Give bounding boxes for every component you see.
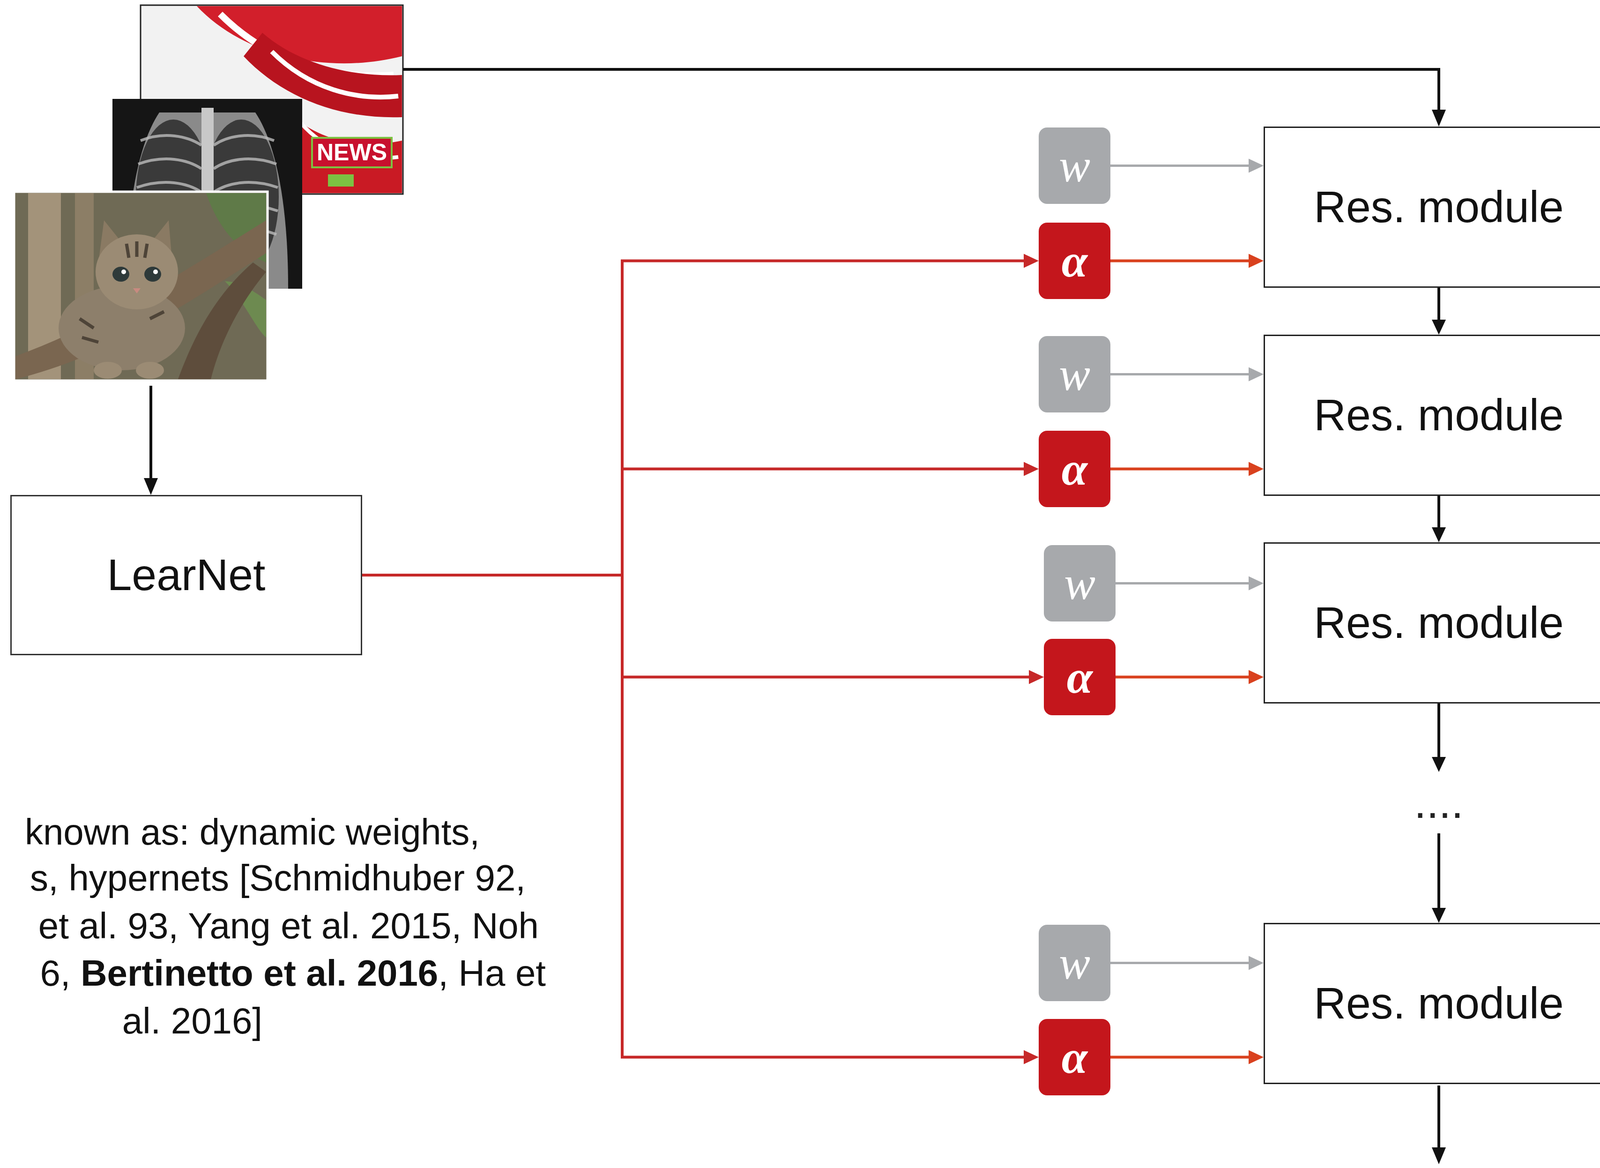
- arrow-head: [1248, 576, 1264, 591]
- alpha-box: α: [1038, 1018, 1111, 1095]
- node-text: α: [1061, 1029, 1088, 1084]
- node-text: LearNet: [107, 549, 266, 601]
- connector: [1110, 253, 1264, 268]
- node-text: Res. module: [1313, 181, 1564, 233]
- alpha-box: α: [1038, 430, 1111, 507]
- arrow-head: [1023, 461, 1039, 477]
- module-box: Res. module: [1263, 126, 1600, 288]
- node-text: w: [1064, 556, 1096, 611]
- module-box: Res. module: [1263, 542, 1600, 704]
- node-text: Res. module: [1313, 596, 1564, 648]
- weight-box: w: [1038, 924, 1111, 1001]
- arrow-head: [1248, 158, 1264, 173]
- connector: [1115, 576, 1264, 591]
- arrow-head: [1023, 1049, 1039, 1065]
- connector: [362, 461, 1039, 576]
- connector: [1110, 461, 1264, 477]
- weight-box: w: [1043, 544, 1116, 622]
- connector-line: [1110, 164, 1250, 167]
- node-text: w: [1058, 138, 1091, 193]
- reference-note-line: s, hypernets [Schmidhuber 92,: [29, 854, 526, 901]
- connector-line: [1110, 961, 1250, 964]
- reference-note: Bertinetto et al. 2016: [80, 952, 439, 994]
- reference-note: , Ha et: [438, 952, 546, 994]
- connector-line: [1437, 495, 1441, 529]
- alpha-box: α: [1038, 222, 1111, 299]
- connector-line: [362, 260, 1025, 576]
- kitten-photo: [14, 191, 268, 381]
- weight-box: w: [1038, 335, 1111, 413]
- connector: [1110, 1049, 1264, 1065]
- connector: [1431, 287, 1446, 335]
- arrow-head: [1248, 367, 1264, 382]
- connector: [1110, 955, 1264, 970]
- connector: [1110, 158, 1264, 173]
- reference-note: s, hypernets [Schmidhuber 92,: [29, 856, 526, 899]
- reference-note: known as: dynamic weights,: [24, 811, 480, 853]
- connector-line: [1110, 372, 1250, 376]
- logo-text: NEWS: [311, 136, 393, 169]
- weight-box: w: [1038, 127, 1111, 204]
- reference-note: al. 2016]: [122, 999, 263, 1042]
- input-arrow: [143, 385, 158, 495]
- connector-line: [362, 574, 1030, 678]
- arrow-head: [1023, 253, 1039, 268]
- reference-note: et al. 93, Yang et al. 2015, Noh: [38, 904, 539, 946]
- reference-note-line: 6,Bertinetto et al. 2016, Ha et: [39, 949, 546, 997]
- node-text: Res. module: [1313, 389, 1564, 441]
- alpha-box: α: [1043, 638, 1116, 715]
- connector-line: [1115, 581, 1250, 585]
- connector-line: [1115, 675, 1250, 679]
- module-box: Res. module: [1263, 922, 1600, 1084]
- node-text: w: [1058, 935, 1091, 990]
- arrow-head: [1431, 527, 1446, 543]
- connector: [362, 574, 1044, 685]
- arrow-head: [1431, 907, 1446, 923]
- connector-line: [1110, 467, 1250, 471]
- module-box: Res. module: [1263, 334, 1600, 496]
- node-text: α: [1066, 649, 1093, 704]
- arrow-head: [1248, 1049, 1264, 1065]
- reference-note-line: al. 2016]: [122, 997, 263, 1044]
- connector: [1115, 669, 1264, 685]
- node-text: α: [1061, 441, 1088, 496]
- reference-note-line: et al. 93, Yang et al. 2015, Noh: [38, 901, 539, 949]
- reference-note: 6,: [39, 952, 71, 994]
- arrow-head: [1248, 253, 1264, 268]
- arrow-head: [1248, 669, 1264, 685]
- connector: [362, 253, 1039, 576]
- connector: [1431, 495, 1446, 543]
- node-text: Res. module: [1313, 977, 1564, 1029]
- node-text: α: [1061, 233, 1088, 288]
- node-text: w: [1058, 347, 1091, 402]
- arrow-head: [1431, 319, 1446, 335]
- arrow-head: [1248, 955, 1264, 970]
- connector-line: [362, 468, 1025, 576]
- connector-line: [1437, 833, 1441, 909]
- input-arrow: [402, 69, 1446, 127]
- output-arrow: [1431, 1085, 1446, 1164]
- arrow-head: [1431, 756, 1446, 772]
- connector-line: [1437, 703, 1441, 758]
- network-box: LearNet: [10, 494, 363, 655]
- connector-line: [1110, 1055, 1250, 1059]
- ellipsis-mark: ....: [1412, 780, 1466, 825]
- connector: [1110, 367, 1264, 382]
- reference-note-line: known as: dynamic weights,: [24, 808, 480, 856]
- connector-line: [1110, 259, 1250, 263]
- connector-line: [1437, 287, 1441, 321]
- arrow-head: [1248, 461, 1264, 477]
- arrow-head: [1028, 669, 1044, 685]
